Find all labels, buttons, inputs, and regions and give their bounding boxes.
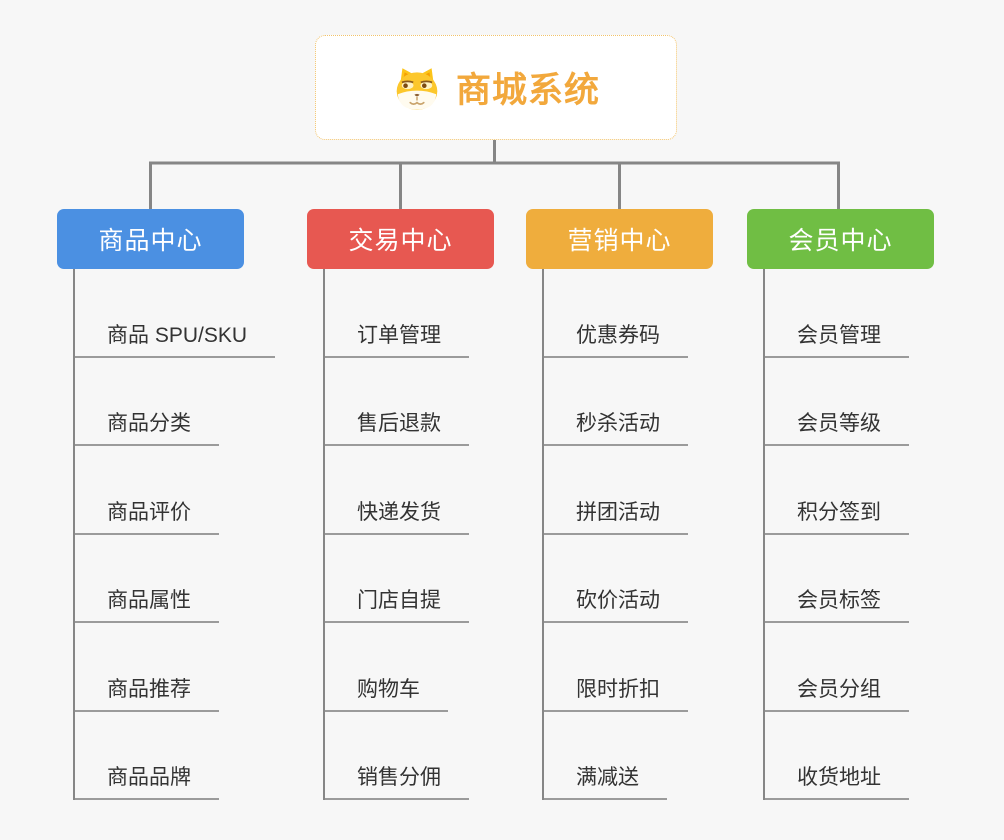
leaf-node[interactable]: 砍价活动 — [544, 535, 688, 623]
leaf-node[interactable]: 限时折扣 — [544, 623, 688, 712]
branch-3-children: 会员管理会员等级积分签到会员标签会员分组收货地址 — [763, 269, 909, 800]
leaf-node[interactable]: 商品品牌 — [75, 712, 275, 800]
leaf-label: 会员等级 — [765, 407, 909, 446]
leaf-label: 积分签到 — [765, 496, 909, 535]
leaf-node[interactable]: 商品推荐 — [75, 623, 275, 712]
branch-label: 会员中心 — [788, 227, 893, 255]
branch-node-0[interactable]: 商品中心 — [57, 209, 244, 269]
leaf-node[interactable]: 积分签到 — [765, 446, 909, 535]
leaf-label: 会员管理 — [765, 319, 909, 358]
leaf-label: 商品评价 — [75, 496, 219, 535]
branch-2-children: 优惠券码秒杀活动拼团活动砍价活动限时折扣满减送 — [542, 269, 688, 800]
leaf-label: 销售分佣 — [325, 761, 469, 800]
leaf-node[interactable]: 商品评价 — [75, 446, 275, 535]
root-node[interactable]: 商城系统 — [315, 35, 677, 140]
leaf-label: 快递发货 — [325, 496, 469, 535]
leaf-node[interactable]: 快递发货 — [325, 446, 469, 535]
leaf-label: 商品推荐 — [75, 673, 219, 712]
leaf-label: 售后退款 — [325, 407, 469, 446]
leaf-node[interactable]: 满减送 — [544, 712, 688, 800]
branch-node-3[interactable]: 会员中心 — [747, 209, 934, 269]
branch-node-2[interactable]: 营销中心 — [526, 209, 713, 269]
leaf-label: 商品品牌 — [75, 761, 219, 800]
leaf-label: 会员标签 — [765, 584, 909, 623]
root-title: 商城系统 — [455, 71, 600, 110]
branch-label: 商品中心 — [98, 227, 203, 255]
branch-node-1[interactable]: 交易中心 — [307, 209, 494, 269]
leaf-node[interactable]: 门店自提 — [325, 535, 469, 623]
leaf-label: 购物车 — [325, 673, 448, 712]
branch-0: 商品中心商品 SPU/SKU 商品分类商品评价商品属性商品推荐商品品牌 — [57, 209, 276, 800]
leaf-node[interactable]: 购物车 — [325, 623, 469, 712]
branch-0-children: 商品 SPU/SKU 商品分类商品评价商品属性商品推荐商品品牌 — [73, 269, 276, 800]
leaf-label: 商品分类 — [75, 407, 219, 446]
leaf-label: 限时折扣 — [544, 673, 688, 712]
leaf-label: 收货地址 — [765, 761, 909, 800]
branch-label: 营销中心 — [567, 227, 672, 255]
leaf-node[interactable]: 收货地址 — [765, 712, 909, 800]
leaf-label: 优惠券码 — [544, 319, 688, 358]
leaf-node[interactable]: 商品属性 — [75, 535, 275, 623]
leaf-node[interactable]: 优惠券码 — [544, 269, 688, 358]
leaf-node[interactable]: 商品 SPU/SKU — [75, 269, 276, 358]
leaf-node[interactable]: 售后退款 — [325, 358, 469, 446]
leaf-label: 秒杀活动 — [544, 407, 688, 446]
branch-3: 会员中心会员管理会员等级积分签到会员标签会员分组收货地址 — [747, 209, 934, 800]
branch-1: 交易中心订单管理售后退款快递发货门店自提购物车销售分佣 — [307, 209, 494, 800]
branch-2: 营销中心优惠券码秒杀活动拼团活动砍价活动限时折扣满减送 — [526, 209, 713, 800]
leaf-label: 会员分组 — [765, 673, 909, 712]
leaf-node[interactable]: 拼团活动 — [544, 446, 688, 535]
leaf-node[interactable]: 销售分佣 — [325, 712, 469, 800]
leaf-node[interactable]: 会员等级 — [765, 358, 909, 446]
leaf-node[interactable]: 商品分类 — [75, 358, 275, 446]
leaf-label: 拼团活动 — [544, 496, 688, 535]
leaf-label: 满减送 — [544, 761, 667, 800]
leaf-label: 订单管理 — [325, 319, 469, 358]
leaf-node[interactable]: 会员管理 — [765, 269, 909, 358]
leaf-node[interactable]: 会员标签 — [765, 535, 909, 623]
leaf-label: 门店自提 — [325, 584, 469, 623]
leaf-label: 商品 SPU/SKU — [75, 319, 276, 358]
leaf-label: 砍价活动 — [544, 584, 688, 623]
leaf-node[interactable]: 会员分组 — [765, 623, 909, 712]
branch-1-children: 订单管理售后退款快递发货门店自提购物车销售分佣 — [323, 269, 469, 800]
leaf-node[interactable]: 订单管理 — [325, 269, 469, 358]
leaf-node[interactable]: 秒杀活动 — [544, 358, 688, 446]
branch-label: 交易中心 — [348, 227, 453, 255]
leaf-label: 商品属性 — [75, 584, 219, 623]
dog-face-icon — [396, 67, 438, 110]
